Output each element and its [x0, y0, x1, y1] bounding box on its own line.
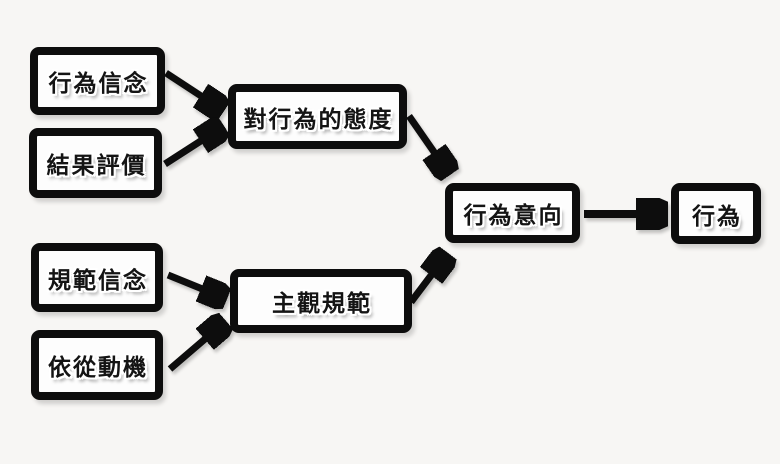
node-behavioral-beliefs: 行為信念	[30, 47, 165, 115]
node-outcome-evaluation: 結果評價	[29, 128, 162, 198]
node-subjective-norm-label: 主觀規範	[272, 290, 372, 316]
arrow-subjective-norm-to-intention	[408, 253, 448, 305]
node-outcome-evaluation-label: 結果評價	[46, 152, 147, 178]
node-motivation-to-comply: 依從動機	[31, 330, 163, 400]
node-behavior: 行為	[671, 183, 761, 244]
arrow-normative-beliefs-to-subjective-norm	[166, 271, 227, 299]
node-behavior-label: 行為	[692, 202, 742, 229]
node-normative-beliefs: 規範信念	[31, 243, 163, 312]
arrow-outcome-evaluation-to-attitude	[163, 126, 224, 167]
arrow-motivation-to-comply-to-subjective-norm	[167, 321, 226, 372]
node-behavioral-beliefs-label: 行為信念	[48, 70, 149, 96]
arrow-attitude-to-intention	[406, 114, 450, 175]
node-attitude-toward-behavior-label: 對行為的態度	[243, 105, 394, 132]
node-subjective-norm: 主觀規範	[230, 269, 412, 333]
node-motivation-to-comply-label: 依從動機	[48, 354, 148, 380]
node-behavioral-intention: 行為意向	[445, 183, 580, 243]
node-normative-beliefs-label: 規範信念	[48, 266, 148, 293]
arrow-behavioral-beliefs-to-attitude	[164, 70, 224, 111]
node-attitude-toward-behavior: 對行為的態度	[228, 84, 407, 149]
node-behavioral-intention-label: 行為意向	[463, 202, 564, 228]
